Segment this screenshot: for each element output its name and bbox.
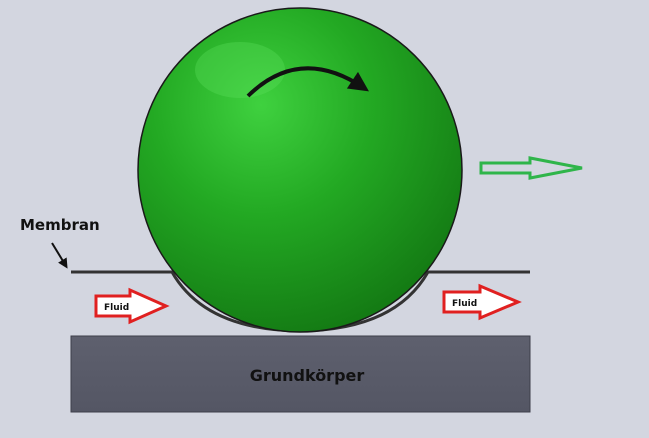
sphere [137, 7, 463, 333]
fluid-arrow-left-icon [94, 287, 170, 325]
membrane-pointer-arrow [51, 242, 68, 269]
motion-arrow-icon [479, 156, 583, 180]
fluid-label-right: Fluid [452, 299, 477, 309]
fluid-label-left: Fluid [104, 303, 129, 313]
rotation-arrow-icon [246, 66, 369, 98]
sphere-highlight [195, 42, 285, 98]
base-label: Grundkörper [250, 366, 365, 385]
base-block [70, 335, 531, 413]
membrane-label: Membran [20, 216, 100, 234]
fluid-arrow-right-icon [442, 283, 522, 321]
